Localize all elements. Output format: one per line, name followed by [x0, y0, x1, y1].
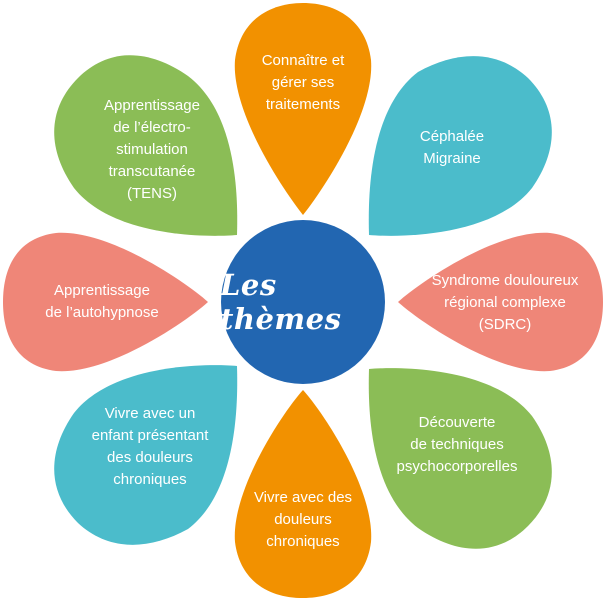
petal-left [3, 232, 208, 372]
theme-label-bottom-left: Vivre avec un enfant présentant des doul… [91, 405, 209, 488]
petal-top-right [368, 56, 552, 236]
theme-label-bottom: Vivre avec des douleurs chroniques [253, 489, 353, 550]
theme-label-right: Syndrome douloureux régional complexe (S… [431, 272, 579, 333]
center-circle [221, 220, 385, 384]
petal-bottom [234, 390, 372, 598]
petal-bottom-left [54, 365, 238, 545]
petal-bottom-right [368, 368, 552, 549]
theme-label-top-left: Apprentissage de l’électro- stimulation … [104, 97, 200, 202]
center-title: Les thèmes [220, 268, 342, 336]
petal-right [398, 232, 603, 372]
petal-top-left [54, 55, 238, 236]
theme-label-top: Connaître et gérer ses traitements [261, 52, 345, 113]
theme-label-bottom-right: Découverte de techniques psychocorporell… [396, 414, 518, 475]
theme-label-left: Apprentissage de l’autohypnose [45, 282, 159, 321]
petal-top [234, 3, 372, 215]
theme-label-top-right: Céphalée Migraine [419, 128, 485, 167]
